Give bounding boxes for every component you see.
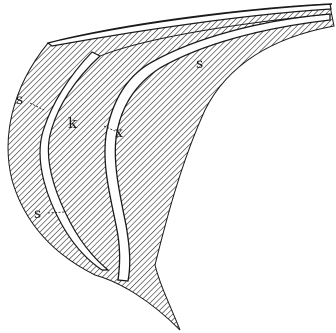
label-s-upper-left: s: [16, 92, 23, 108]
label-x: x: [115, 125, 123, 141]
label-s-upper-right: s: [196, 56, 203, 72]
label-s-lower: s: [34, 206, 41, 222]
label-k: k: [68, 114, 78, 132]
